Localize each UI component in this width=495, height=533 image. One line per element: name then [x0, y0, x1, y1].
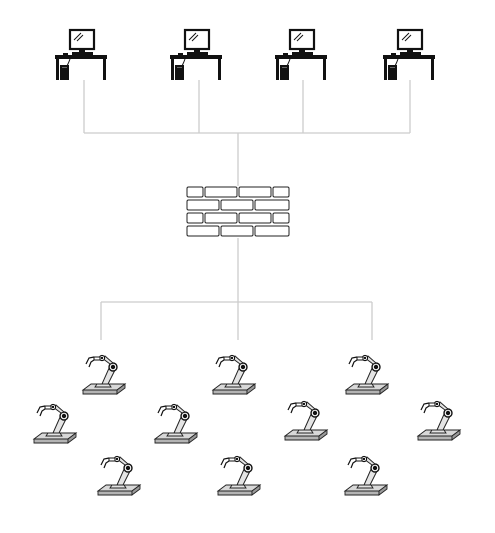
robot-arm-icon	[345, 354, 389, 395]
top-connectors	[83, 80, 411, 186]
robot-arm-icon	[82, 354, 126, 395]
robots	[33, 354, 461, 496]
robot-arm-icon	[154, 403, 198, 444]
firewall-icon	[186, 186, 290, 237]
workstation-icon	[273, 28, 329, 82]
robot-arm-icon	[97, 455, 141, 496]
workstations	[53, 28, 437, 82]
workstation-icon	[168, 28, 224, 82]
robot-arm-icon	[284, 400, 328, 441]
robot-arm-icon	[212, 354, 256, 395]
workstation-icon	[381, 28, 437, 82]
robot-arm-icon	[344, 455, 388, 496]
bottom-connectors	[100, 238, 373, 340]
robot-arm-icon	[33, 403, 77, 444]
robot-arm-icon	[217, 455, 261, 496]
robot-arm-icon	[417, 400, 461, 441]
workstation-icon	[53, 28, 109, 82]
